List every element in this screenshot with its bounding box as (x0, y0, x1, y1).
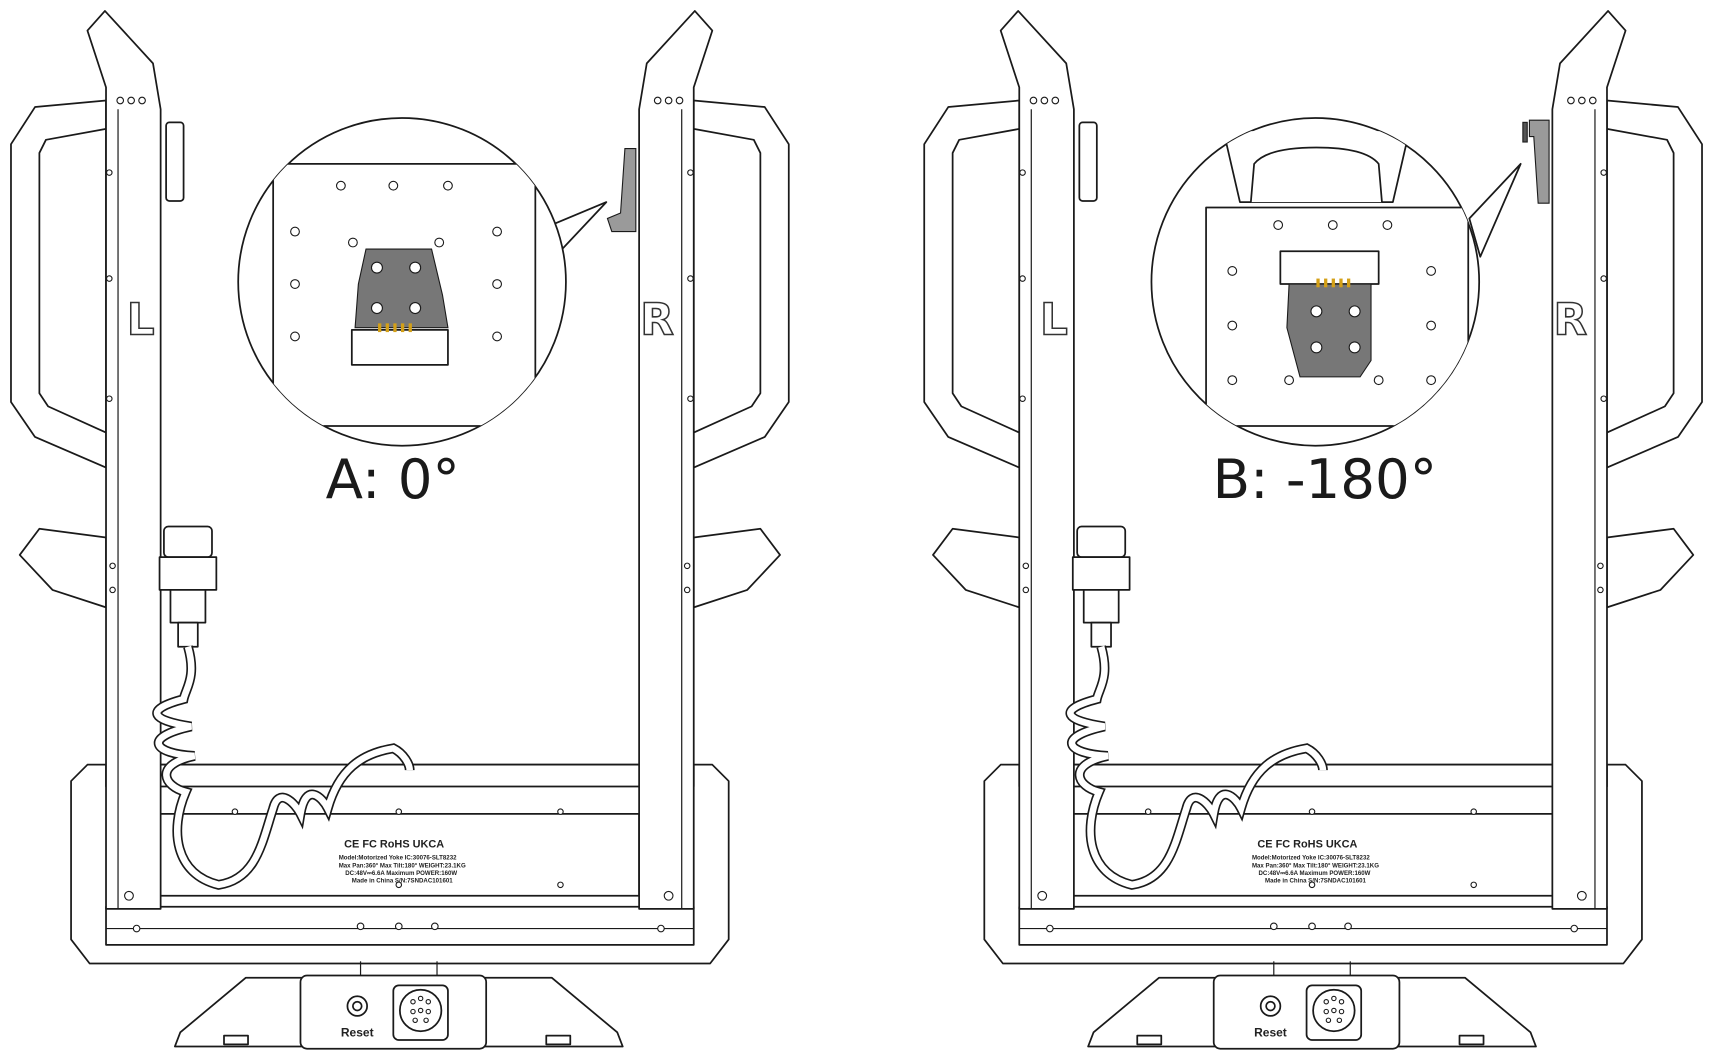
nameplate: CE FC RoHS UKCA Model:Motorized Yoke IC:… (1252, 839, 1379, 885)
reset-label: Reset (341, 1026, 374, 1040)
right-side-mark: R (640, 294, 674, 345)
svg-text:Made in China S/N:7SNDAC1016: Made in China S/N:7SNDAC101601 (1265, 878, 1366, 885)
caption-a: A: 0° (326, 447, 460, 511)
nameplate: CE FC RoHS UKCA Model:Motorized Yoke IC:… (339, 839, 466, 885)
svg-text:Model:Motorized Yoke IC:3007: Model:Motorized Yoke IC:30076-SLT8232 (1252, 855, 1370, 862)
svg-text:Made in China S/N:7SNDAC1016: Made in China S/N:7SNDAC101601 (352, 878, 453, 885)
svg-text:DC:48V⎓6.6A Maximum POWER:16: DC:48V⎓6.6A Maximum POWER:160W (345, 870, 457, 877)
left-side-mark: L (127, 294, 155, 345)
svg-text:Model:Motorized Yoke IC:3007: Model:Motorized Yoke IC:30076-SLT8232 (339, 855, 457, 862)
svg-text:Max Pan:360° Max Tilt:180°: Max Pan:360° Max Tilt:180° WEIGHT:23.1KG (1252, 862, 1379, 869)
svg-text:CE FC RoHS UKCA: CE FC RoHS UKCA (344, 839, 444, 851)
right-side-mark: R (1553, 294, 1587, 345)
mount-highlight (606, 148, 637, 233)
view-a: L R Reset A: 0° CE FC RoHS UKCA Model:Mo… (11, 11, 789, 1049)
left-side-mark: L (1040, 294, 1068, 345)
svg-text:CE FC RoHS UKCA: CE FC RoHS UKCA (1257, 839, 1357, 851)
mount-highlight (1528, 119, 1550, 204)
caption-b: B: -180° (1213, 447, 1437, 511)
reset-label: Reset (1254, 1026, 1287, 1040)
svg-text:DC:48V⎓6.6A Maximum POWER:16: DC:48V⎓6.6A Maximum POWER:160W (1259, 870, 1371, 877)
view-b: L R Reset B: -180° CE FC RoHS UKCA (924, 11, 1702, 1049)
svg-text:Max Pan:360° Max Tilt:180°: Max Pan:360° Max Tilt:180° WEIGHT:23.1KG (339, 862, 466, 869)
